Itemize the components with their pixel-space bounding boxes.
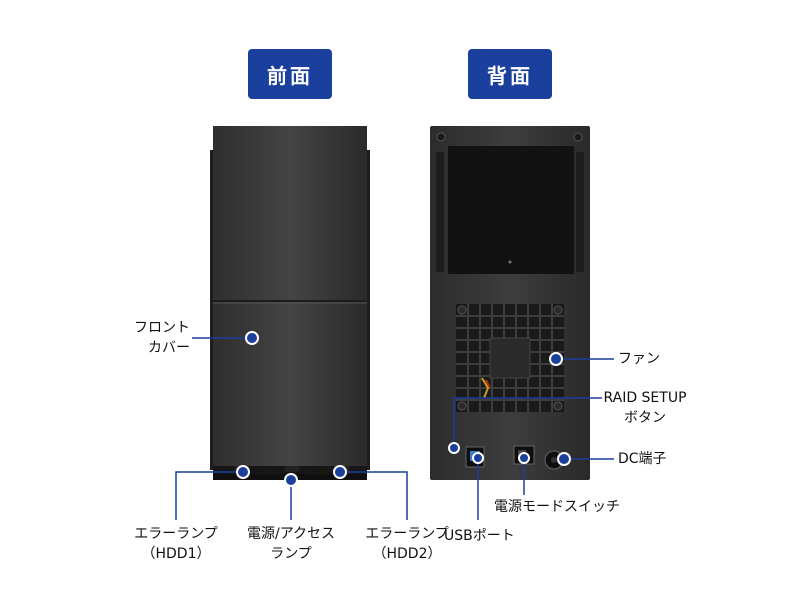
label-raid-setup-button-line2: ボタン [624, 410, 666, 426]
back-view-header: 背面 [468, 49, 552, 99]
label-front-cover-line1: フロント [134, 320, 190, 336]
label-front-cover-line2: カバー [148, 340, 190, 356]
label-error-lamp-hdd1-line2: （HDD1） [141, 546, 211, 562]
label-power-access-lamp-line2: ランプ [270, 546, 312, 562]
label-power-access-lamp-line1: 電源/アクセス [246, 526, 336, 542]
label-fan: ファン [618, 351, 660, 367]
label-front-cover: フロント カバー [110, 318, 190, 358]
back-top-vent [448, 146, 574, 274]
front-device-body [213, 126, 367, 466]
label-dc-port: DC端子 [618, 451, 667, 467]
label-raid-setup-button: RAID SETUP ボタン [590, 388, 700, 428]
label-error-lamp-hdd2: エラーランプ （HDD2） [351, 524, 463, 564]
callout-lines [175, 337, 614, 520]
label-error-lamp-hdd2-line2: （HDD2） [372, 546, 442, 562]
fan-hub [489, 337, 531, 379]
label-power-mode-switch: 電源モードスイッチ [494, 499, 620, 515]
label-usb-port: USBポート [444, 528, 515, 544]
label-error-lamp-hdd1-line1: エラーランプ [134, 526, 218, 542]
label-error-lamp-hdd2-line1: エラーランプ [365, 526, 449, 542]
front-view-header: 前面 [248, 49, 332, 99]
label-power-access-lamp: 電源/アクセス ランプ [236, 524, 346, 564]
callout-dots [236, 331, 571, 487]
label-raid-setup-button-line1: RAID SETUP [603, 390, 687, 406]
label-error-lamp-hdd1: エラーランプ （HDD1） [120, 524, 232, 564]
front-device [210, 126, 370, 480]
